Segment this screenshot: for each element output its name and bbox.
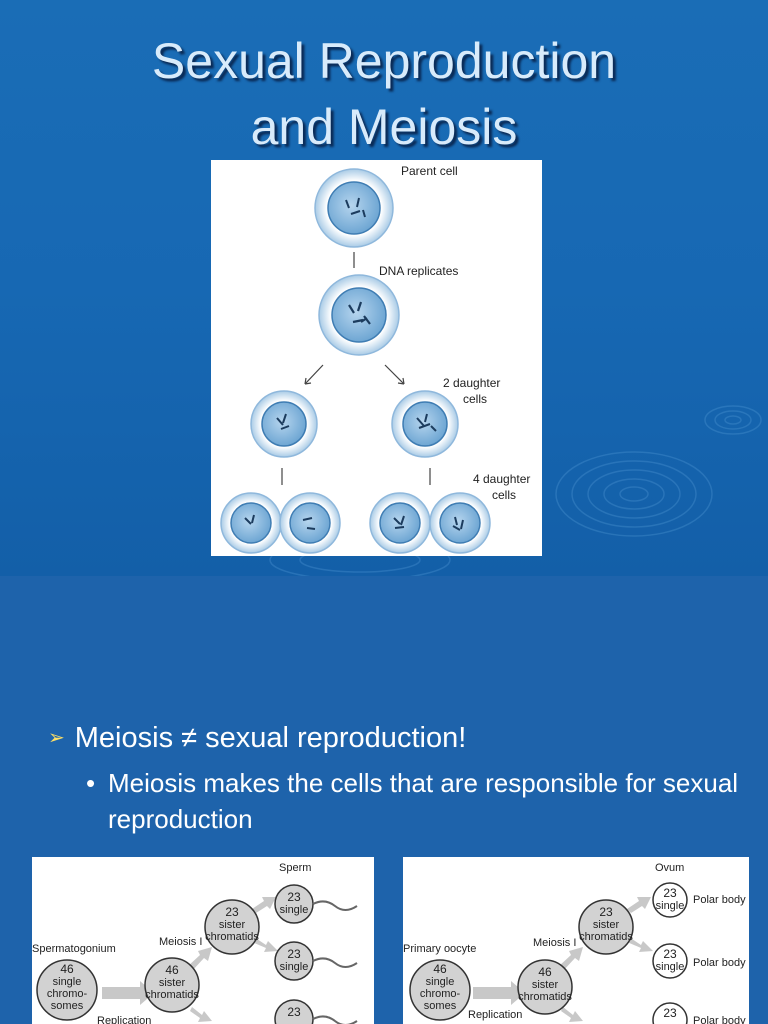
meiosis-diagram: Parent cell DNA replicates 2 daughter ce… — [211, 160, 542, 556]
oocyte-line-4: somes — [424, 1000, 457, 1012]
spermatogonium-label: Spermatogonium — [32, 943, 116, 955]
dna-replicates-label: DNA replicates — [379, 264, 458, 278]
polar-2-sub: single — [656, 961, 685, 973]
arrow-bullet-icon: ➢ — [48, 727, 65, 749]
spermatogonium-line-2: single — [53, 976, 82, 988]
sperm-3-count: 23 — [287, 1005, 301, 1019]
arrowhead-right — [397, 377, 405, 385]
ovum-mid-line-3: chromatids — [518, 991, 572, 1003]
replication-label: Replication — [468, 1009, 522, 1021]
four-daughter-label-2: cells — [492, 488, 516, 502]
upper-cell-line-3: chromatids — [205, 931, 259, 943]
oogenesis-diagram: 46 single chromo- somes Primary oocyte R… — [403, 857, 749, 1024]
mid-cell-line-3: chromatids — [145, 989, 199, 1001]
daughter-cell-right — [391, 390, 459, 458]
flow-arrows — [473, 897, 653, 1022]
arrow-left — [304, 364, 324, 385]
flow-arrows — [102, 897, 278, 1022]
daughter-cell-left — [250, 390, 318, 458]
daughter-cell-1 — [220, 492, 282, 554]
spermatogonium-cell: 46 single chromo- somes — [36, 959, 98, 1021]
primary-spermatocyte-cell: 46 sister chromatids — [144, 957, 200, 1013]
polar-1-sub: single — [656, 900, 685, 912]
two-daughter-label-1: 2 daughter — [443, 376, 500, 390]
spermatogonium-count: 46 — [60, 962, 74, 976]
polar-body-2: 23 single Polar body — [652, 943, 746, 979]
polar-body-1: 23 single Polar body — [652, 882, 746, 918]
polar-3-label: Polar body — [693, 1015, 746, 1024]
slide-title-line-2: and Meiosis — [250, 99, 518, 155]
slide-title-line-1: Sexual Reproduction — [151, 33, 617, 89]
sperm-label: Sperm — [279, 862, 311, 874]
ovum-mid-line-2: sister — [532, 979, 559, 991]
oocyte-upper-cell: 23 sister chromatids — [578, 899, 634, 955]
ovum-mid-count: 46 — [538, 965, 552, 979]
polar-3-count: 23 — [663, 1006, 677, 1020]
bullet-sub-text: Meiosis makes the cells that are respons… — [108, 768, 739, 834]
replication-label: Replication — [97, 1015, 151, 1024]
meiosis-i-label: Meiosis I — [159, 936, 202, 948]
spermatogonium-line-4: somes — [51, 1000, 84, 1012]
sperm-cell-1: 23 single — [274, 884, 358, 924]
slide-title: Sexual Reproduction and Meiosis — [0, 28, 768, 160]
sperm-1-sub: single — [280, 904, 309, 916]
upper-cell-line-2: sister — [219, 919, 246, 931]
ovum-upper-line-2: sister — [593, 919, 620, 931]
upper-cell-count: 23 — [225, 905, 239, 919]
bullet-main-text: Meiosis ≠ sexual reproduction! — [74, 722, 467, 754]
arrow-right — [384, 364, 405, 385]
oocyte-mid-cell: 46 sister chromatids — [517, 959, 573, 1015]
polar-2-count: 23 — [663, 947, 677, 961]
daughter-cell-3 — [369, 492, 431, 554]
oocyte-count: 46 — [433, 962, 447, 976]
mid-cell-count: 46 — [165, 963, 179, 977]
sperm-1-count: 23 — [287, 890, 301, 904]
parent-cell — [314, 168, 394, 248]
sperm-2-count: 23 — [287, 947, 301, 961]
four-daughter-label-1: 4 daughter — [473, 472, 530, 486]
polar-1-count: 23 — [663, 886, 677, 900]
ovum-upper-line-3: chromatids — [579, 931, 633, 943]
two-daughter-label-2: cells — [463, 392, 487, 406]
daughter-cell-2 — [279, 492, 341, 554]
secondary-spermatocyte-cell: 23 sister chromatids — [204, 899, 260, 955]
ovum-label: Ovum — [655, 862, 684, 874]
spermatogenesis-diagram: 46 single chromo- somes Spermatogonium R… — [32, 857, 374, 1024]
mid-cell-line-2: sister — [159, 977, 186, 989]
polar-1-label: Polar body — [693, 894, 746, 906]
slide-top-panel: Sexual Reproduction and Meiosis Par — [0, 0, 768, 576]
sperm-2-sub: single — [280, 961, 309, 973]
replicated-cell — [318, 274, 400, 356]
bullet-main: ➢ Meiosis ≠ sexual reproduction! — [48, 718, 466, 761]
oocyte-line-3: chromo- — [420, 988, 461, 1000]
parent-cell-label: Parent cell — [401, 164, 458, 178]
polar-body-3: 23 Polar body — [652, 1002, 746, 1024]
oocyte-line-2: single — [426, 976, 455, 988]
primary-oocyte-label: Primary oocyte — [403, 943, 476, 955]
sperm-cell-3: 23 — [274, 999, 358, 1024]
bullet-sub: • Meiosis makes the cells that are respo… — [86, 765, 746, 837]
meiosis-i-label: Meiosis I — [533, 937, 576, 949]
dot-bullet-icon: • — [86, 768, 96, 798]
sperm-cell-2: 23 single — [274, 941, 358, 981]
ovum-upper-count: 23 — [599, 905, 613, 919]
polar-2-label: Polar body — [693, 957, 746, 969]
spermatogonium-line-3: chromo- — [47, 988, 88, 1000]
daughter-cell-4 — [429, 492, 491, 554]
primary-oocyte-cell: 46 single chromo- somes — [409, 959, 471, 1021]
arrowhead-left — [304, 377, 312, 385]
